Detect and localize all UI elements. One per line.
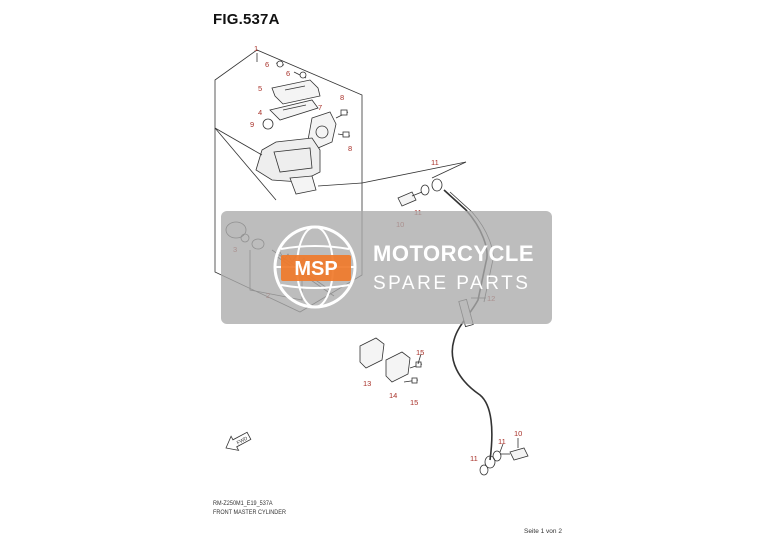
banjo-bolt-10a <box>397 191 423 207</box>
callout-1: 1 <box>254 44 258 53</box>
callout-11d: 11 <box>470 454 478 463</box>
callout-6b: 6 <box>286 69 290 78</box>
callout-15a: 15 <box>416 348 424 357</box>
figure-code: RM-Z250M1_E19_537A <box>213 500 273 507</box>
watermark-banner: MSP MOTORCYCLE SPARE PARTS <box>221 211 552 324</box>
callout-9: 9 <box>250 120 254 129</box>
fwd-arrow: FWD <box>225 431 252 451</box>
screw-6b <box>293 71 307 79</box>
page-indicator: Seite 1 von 2 <box>524 528 562 535</box>
callout-10b: 10 <box>514 429 522 438</box>
figure-caption: FRONT MASTER CYLINDER <box>213 509 286 516</box>
bolt-8b <box>337 131 351 138</box>
fwd-arrow-label: FWD <box>236 436 249 447</box>
boot-9-part <box>262 118 274 130</box>
washer-11a <box>420 184 430 196</box>
diaphragm-plate-part <box>269 99 319 121</box>
callout-7: 7 <box>318 103 322 112</box>
callout-5: 5 <box>258 84 262 93</box>
callout-11c: 11 <box>498 437 506 446</box>
figure-title: FIG.537A <box>213 11 280 28</box>
hose-clamp-13 <box>359 337 385 369</box>
washer-11b <box>431 178 443 192</box>
washer-11c <box>492 450 502 462</box>
watermark-subtitle: SPARE PARTS <box>373 273 531 294</box>
callout-11a: 11 <box>431 158 439 167</box>
reservoir-cap-part <box>271 79 321 105</box>
callout-13: 13 <box>363 379 371 388</box>
callout-15b: 15 <box>410 398 418 407</box>
hose-clamp-14 <box>385 351 411 383</box>
callout-8a: 8 <box>340 93 344 102</box>
clamp-bolt-15a <box>409 361 423 369</box>
washer-11d <box>479 464 489 476</box>
callout-14: 14 <box>389 391 397 400</box>
watermark-title: MOTORCYCLE <box>373 241 535 266</box>
screw-6a <box>275 60 285 68</box>
callout-4: 4 <box>258 108 262 117</box>
msp-logo-icon: MSP <box>273 225 357 309</box>
watermark-logo-text: MSP <box>294 258 337 280</box>
callout-6a: 6 <box>265 60 269 69</box>
master-cylinder-body <box>255 137 321 183</box>
callout-8b: 8 <box>348 144 352 153</box>
banjo-bolt-10b <box>500 447 529 461</box>
bolt-8a <box>335 109 349 119</box>
clamp-bolt-15b <box>403 377 419 384</box>
